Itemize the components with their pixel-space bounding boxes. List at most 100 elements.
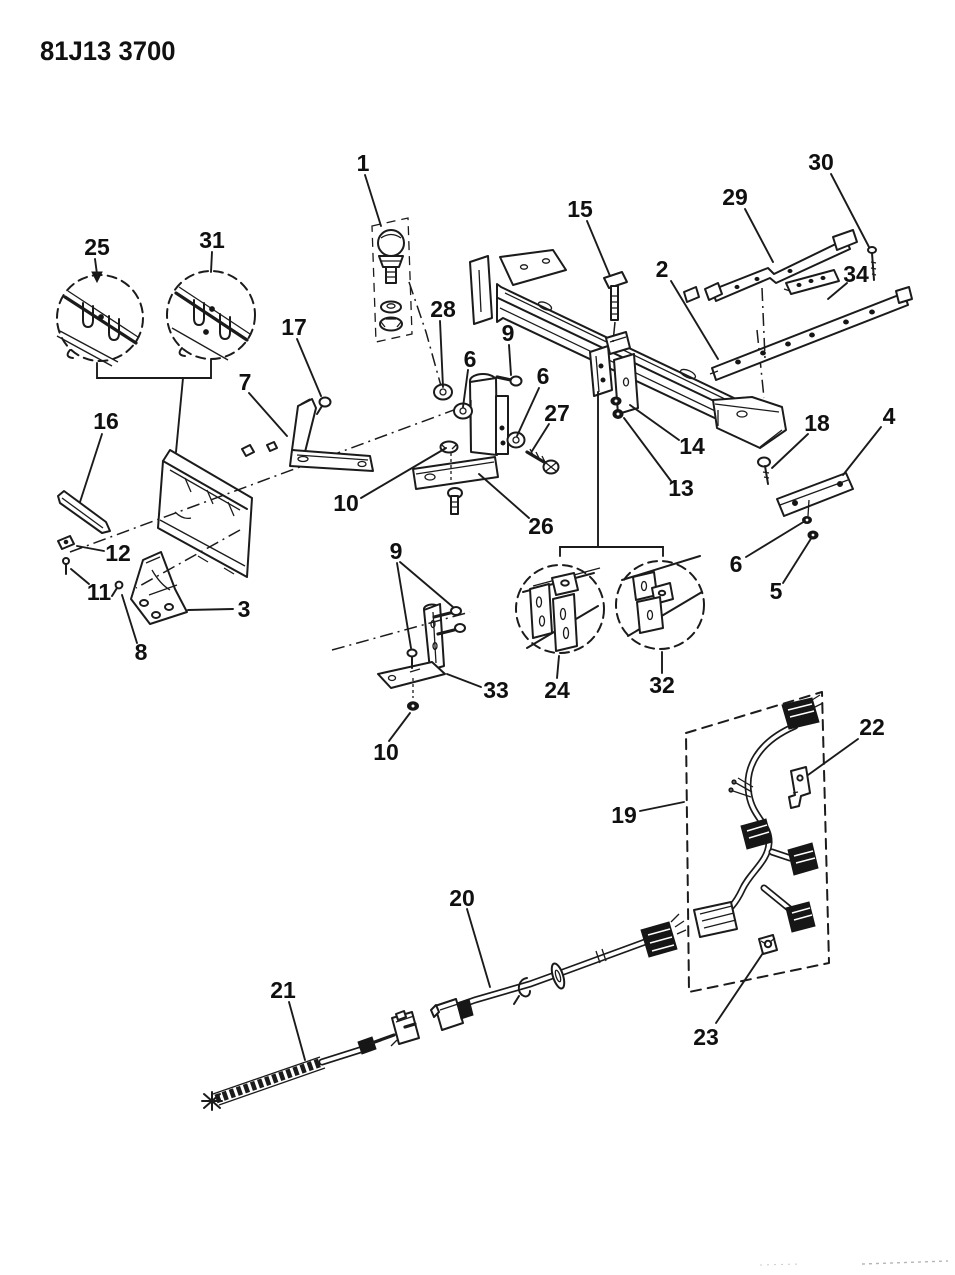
bracket-3	[130, 551, 188, 625]
callout-leader-19	[639, 801, 685, 812]
callout-6: 6	[464, 346, 477, 372]
callout-1: 1	[357, 150, 370, 176]
washer-6a	[453, 402, 473, 420]
callout-9: 9	[502, 320, 515, 346]
callout-4: 4	[883, 403, 896, 429]
callout-28: 28	[430, 296, 456, 322]
bracket-33	[331, 603, 471, 689]
callout-leader-6	[745, 520, 806, 558]
callout-17: 17	[281, 314, 307, 340]
callout-7: 7	[239, 369, 252, 395]
callout-leader-20	[466, 908, 491, 988]
detail-view-32	[615, 555, 705, 650]
callout-leader-4	[842, 426, 882, 476]
harness-connector-top	[781, 694, 824, 730]
callout-leader-2	[670, 280, 719, 360]
callout-leader-9	[399, 561, 454, 608]
detail-view-31	[166, 270, 256, 361]
callout-18: 18	[804, 410, 830, 436]
detail-pointer-lines	[91, 271, 212, 453]
bolt-15	[603, 271, 628, 343]
crossmember-end	[712, 396, 787, 449]
callout-leader-27	[531, 423, 550, 452]
rail-29	[683, 229, 858, 303]
callout-6: 6	[730, 551, 743, 577]
callout-12: 12	[105, 540, 131, 566]
washer-6b	[506, 431, 526, 449]
callout-33: 33	[483, 677, 509, 703]
bolt-17	[316, 396, 332, 415]
callout-leader-33	[446, 673, 482, 688]
callout-leader-10	[360, 447, 447, 499]
callout-29: 29	[722, 184, 748, 210]
clip-12	[57, 535, 75, 550]
detail-view-24	[515, 564, 605, 654]
callout-leader-23	[715, 952, 764, 1024]
callout-leader-14	[629, 404, 680, 441]
callout-leader-24	[556, 655, 560, 679]
bolt-30	[867, 246, 877, 281]
callout-27: 27	[544, 400, 570, 426]
callout-6: 6	[537, 363, 550, 389]
callout-14: 14	[679, 433, 705, 459]
clip-small-b	[266, 441, 278, 452]
callout-34: 34	[843, 261, 869, 287]
callout-26: 26	[528, 513, 554, 539]
print-smudge	[759, 1260, 949, 1266]
fasteners-13	[610, 396, 624, 419]
mounting-plate	[157, 449, 253, 578]
callout-leader-30	[830, 173, 870, 248]
bolt-18	[756, 329, 771, 485]
callout-leader-15	[586, 220, 611, 277]
harness-connector-bottom-right	[785, 901, 816, 933]
callout-leader-12	[76, 545, 105, 552]
callout-11: 11	[87, 579, 112, 605]
callout-leader-10	[388, 712, 411, 742]
callout-leader-17	[296, 338, 322, 397]
screws-9b	[406, 606, 466, 669]
callout-24: 24	[544, 677, 570, 703]
callout-leader-5	[782, 536, 813, 584]
callout-2: 2	[656, 256, 669, 282]
harness-box	[685, 691, 830, 993]
callout-3: 3	[238, 596, 251, 622]
rail-34	[783, 269, 840, 295]
callout-8: 8	[135, 639, 148, 665]
callout-9: 9	[390, 538, 403, 564]
callout-22: 22	[859, 714, 885, 740]
bracket-26	[412, 373, 509, 490]
detail-view-25	[56, 274, 144, 367]
plate-4	[776, 472, 854, 517]
crossmember	[469, 249, 758, 439]
callout-leader-11	[70, 568, 90, 585]
screw-11	[62, 557, 70, 575]
callout-leader-9	[508, 344, 512, 376]
callout-5: 5	[770, 578, 783, 604]
callout-30: 30	[808, 149, 834, 175]
callout-10: 10	[333, 490, 359, 516]
harness-connector-mid-left	[740, 818, 773, 850]
rail-2	[709, 286, 913, 381]
callout-leader-8	[121, 594, 138, 644]
callout-leader-22	[807, 738, 859, 776]
hitch-ball-kit	[371, 217, 442, 387]
bracket-7	[289, 398, 374, 472]
callout-23: 23	[693, 1024, 719, 1050]
callout-19: 19	[611, 802, 637, 828]
nut-10b	[407, 678, 419, 711]
bolt-9a	[495, 375, 523, 387]
callout-32: 32	[649, 672, 675, 698]
strap-16	[57, 490, 111, 534]
clip-22	[788, 766, 811, 809]
callout-31: 31	[199, 227, 225, 253]
callout-21: 21	[270, 977, 296, 1003]
callout-leader-29	[744, 208, 774, 263]
callout-16: 16	[93, 408, 119, 434]
harness-connector-mid-right	[787, 842, 819, 876]
nut-5	[807, 530, 819, 540]
grommet-23	[758, 934, 778, 955]
bolt-under-26	[447, 487, 463, 515]
callout-13: 13	[668, 475, 694, 501]
